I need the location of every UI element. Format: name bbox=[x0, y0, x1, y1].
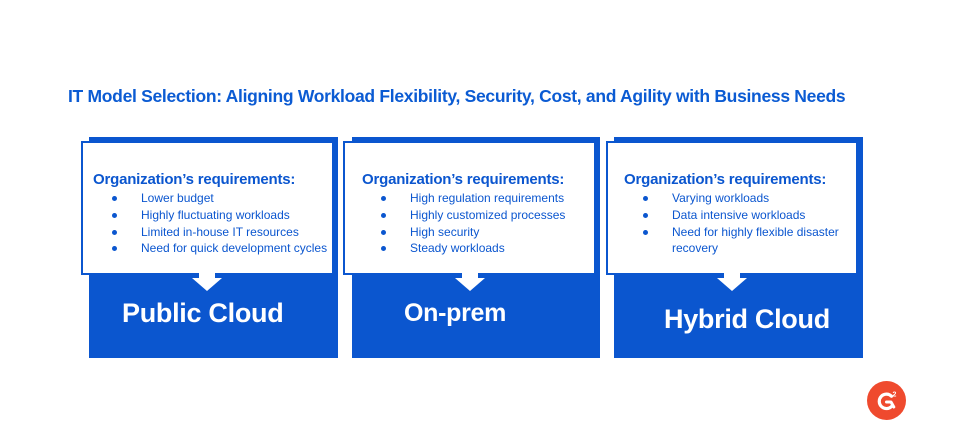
requirements-list: Varying workloads Data intensive workloa… bbox=[608, 190, 839, 257]
requirement-item: Varying workloads bbox=[608, 190, 839, 207]
requirements-callout-hybrid-cloud: Organization’s requirements: Varying wor… bbox=[606, 141, 858, 275]
diagram-title: IT Model Selection: Aligning Workload Fl… bbox=[68, 86, 846, 106]
down-arrow-icon bbox=[717, 273, 747, 291]
bullet-icon bbox=[643, 196, 648, 201]
requirement-item: Highly customized processes bbox=[345, 207, 565, 224]
g2-logo-icon: 2 bbox=[867, 381, 906, 420]
svg-text:2: 2 bbox=[892, 391, 896, 398]
requirements-heading: Organization’s requirements: bbox=[362, 171, 565, 188]
bullet-icon bbox=[643, 212, 648, 218]
requirements-callout-on-prem: Organization’s requirements: High regula… bbox=[343, 141, 596, 275]
requirement-item: Data intensive workloads bbox=[608, 207, 839, 224]
requirement-item: Lower budget bbox=[83, 190, 327, 207]
requirement-item: Need for highly flexible disaster bbox=[608, 224, 839, 241]
requirements-heading: Organization’s requirements: bbox=[624, 171, 827, 188]
down-arrow-icon bbox=[192, 273, 222, 291]
requirement-item: High regulation requirements bbox=[345, 190, 565, 207]
requirement-item: Need for quick development cycles bbox=[83, 240, 327, 257]
requirements-heading: Organization’s requirements: bbox=[93, 171, 296, 188]
g2-glyph-icon: 2 bbox=[877, 391, 896, 410]
requirement-item: Highly fluctuating workloads bbox=[83, 207, 327, 224]
bullet-icon bbox=[112, 196, 117, 201]
option-label-hybrid-cloud: Hybrid Cloud bbox=[664, 304, 830, 334]
requirements-list: High regulation requirements Highly cust… bbox=[345, 190, 565, 257]
bullet-icon bbox=[381, 246, 386, 252]
down-arrow-icon bbox=[455, 273, 485, 291]
bullet-icon bbox=[112, 229, 117, 235]
option-label-public-cloud: Public Cloud bbox=[122, 298, 284, 328]
requirement-item: High security bbox=[345, 224, 565, 241]
bullet-icon bbox=[381, 196, 386, 201]
requirements-callout-public-cloud: Organization’s requirements: Lower budge… bbox=[81, 141, 334, 275]
requirements-list: Lower budget Highly fluctuating workload… bbox=[83, 190, 327, 257]
bullet-icon bbox=[643, 229, 648, 235]
requirement-item: Limited in-house IT resources bbox=[83, 224, 327, 241]
bullet-icon bbox=[112, 246, 117, 252]
option-label-on-prem: On-prem bbox=[404, 299, 507, 327]
bullet-icon bbox=[381, 229, 386, 235]
bullet-icon bbox=[381, 212, 386, 218]
requirement-item: Steady workloads bbox=[345, 240, 565, 257]
bullet-icon bbox=[112, 212, 117, 218]
requirement-item-continuation: recovery bbox=[672, 241, 719, 256]
